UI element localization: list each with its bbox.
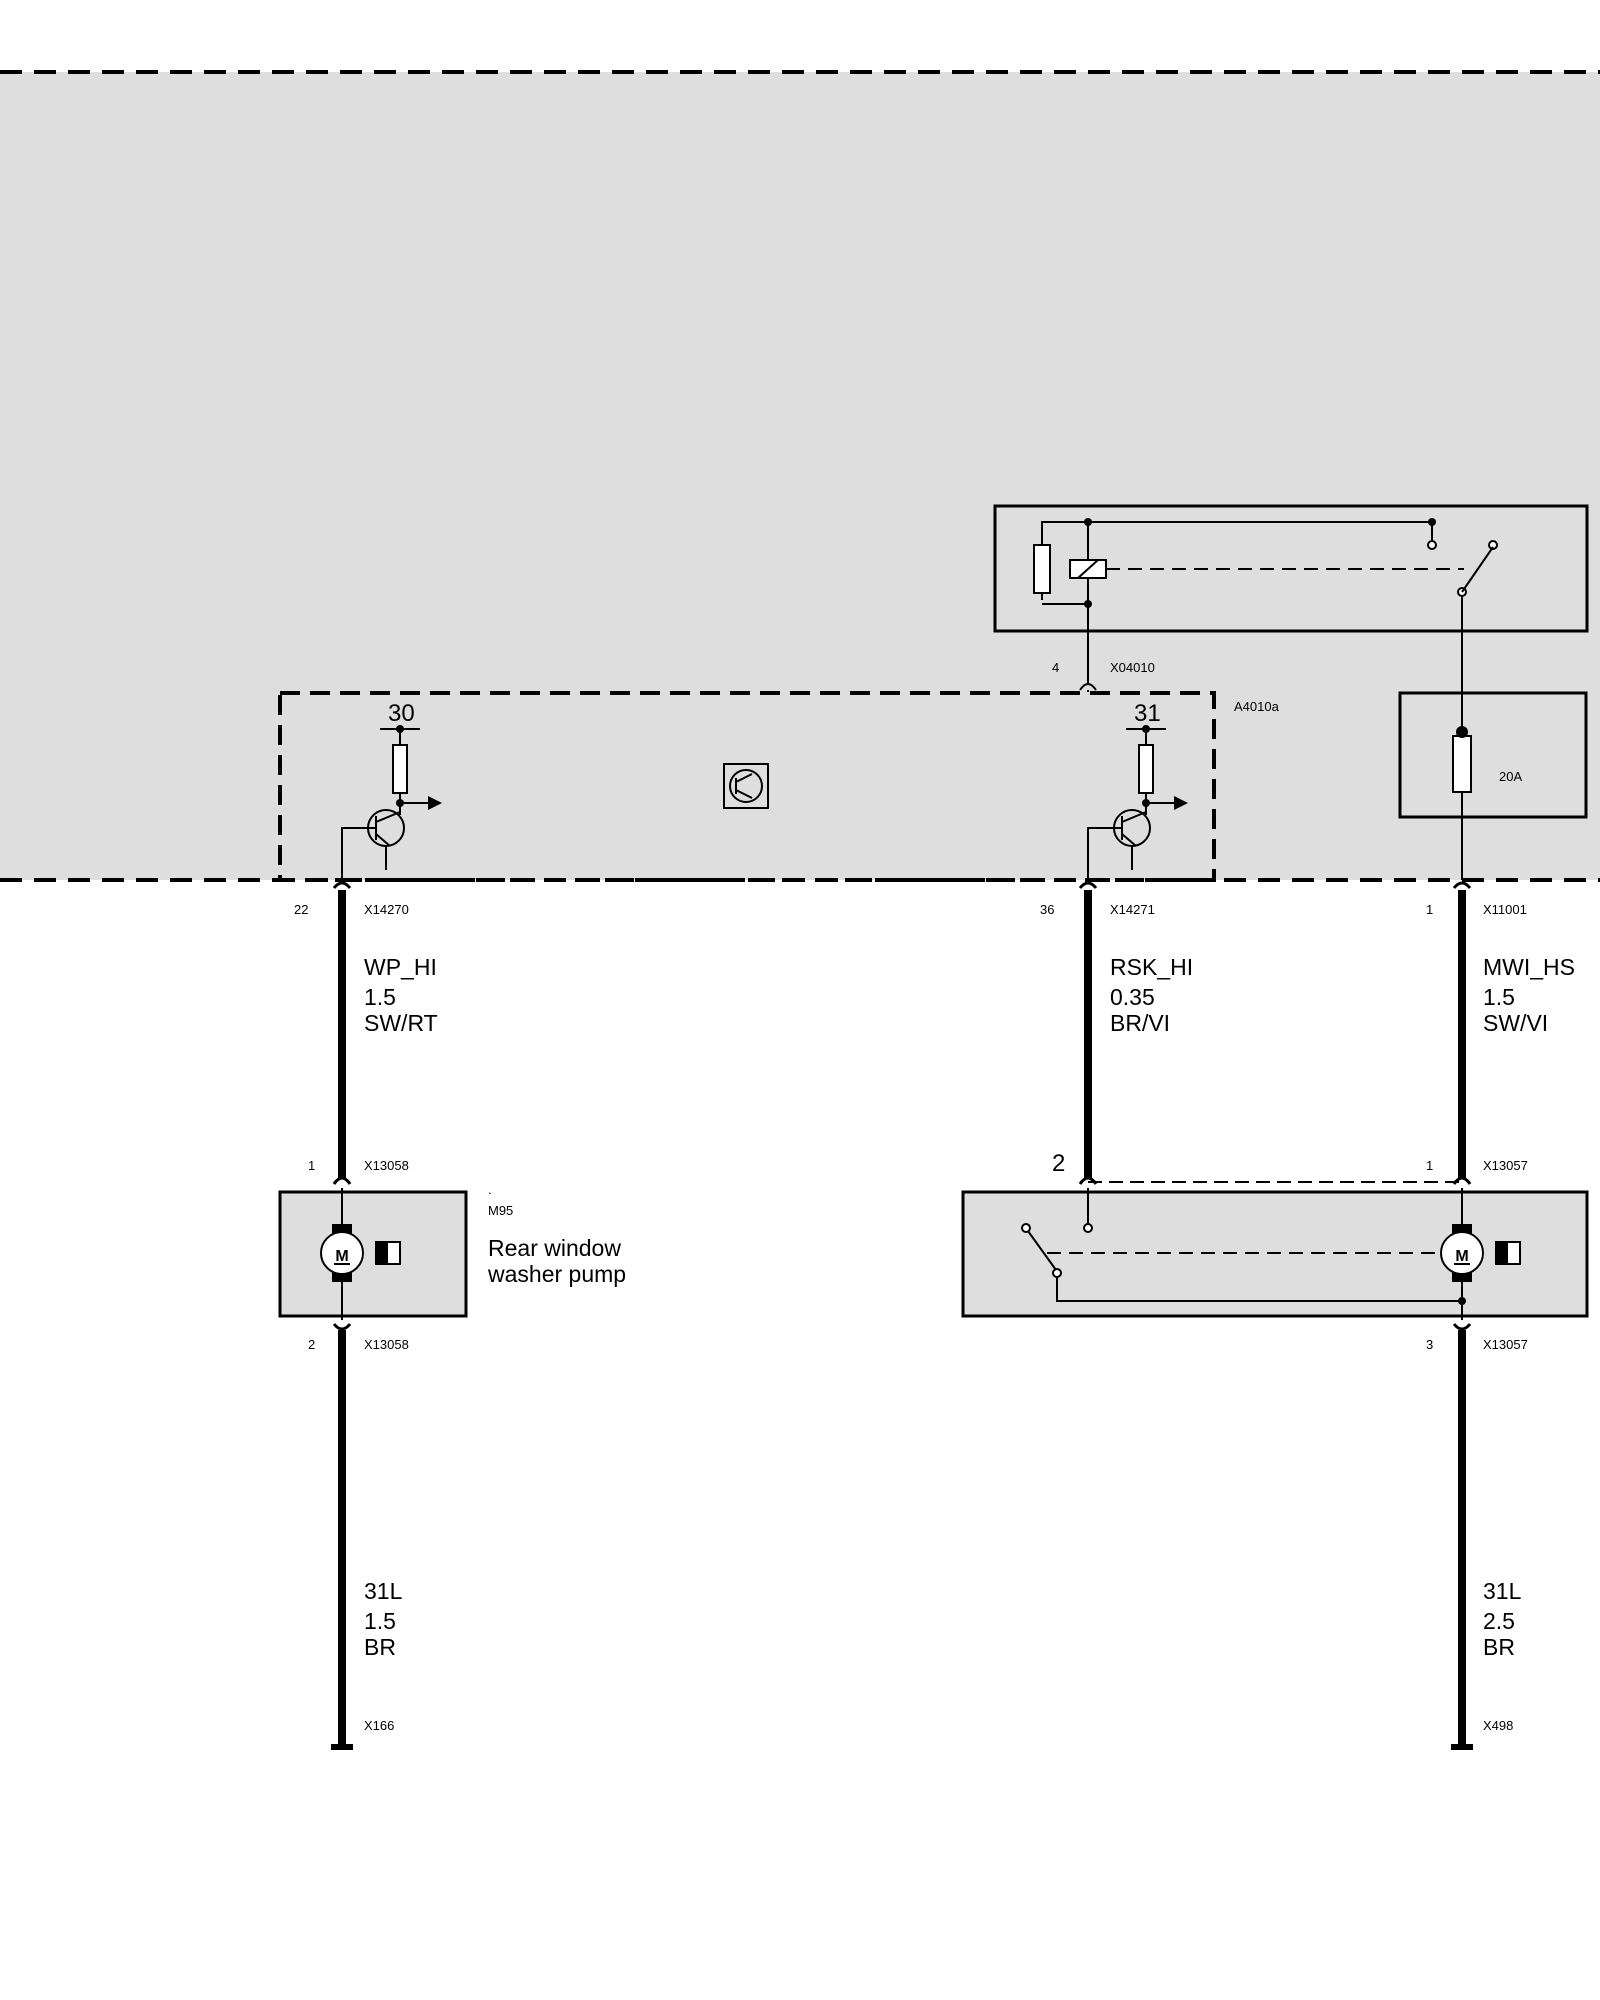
relay-box (993, 504, 1589, 692)
middle-mid-pin: 2 (1052, 1150, 1065, 1177)
middle-top-connector: X14271 (1110, 902, 1155, 917)
left-bottom-connector: X13058 (364, 1337, 409, 1352)
pump-ref-dot: . (488, 1182, 492, 1197)
right-size: 1.5 (1483, 984, 1515, 1010)
middle-signal: RSK_HI (1110, 954, 1193, 980)
left-size: 1.5 (364, 984, 396, 1010)
washer-pump-box: M (278, 1188, 468, 1320)
left-color: SW/RT (364, 1010, 438, 1036)
middle-size: 0.35 (1110, 984, 1155, 1010)
fuse-box (1398, 596, 1588, 880)
right-bottom-pin: 3 (1426, 1337, 1433, 1352)
right-ground-point: X498 (1483, 1718, 1513, 1733)
pump-name-line2: washer pump (487, 1261, 626, 1287)
right-ground-size: 2.5 (1483, 1608, 1515, 1634)
left-ground-size: 1.5 (364, 1608, 396, 1634)
right-ground-color: BR (1483, 1634, 1515, 1660)
control-unit (278, 691, 1216, 882)
right-mid-pin: 1 (1426, 1158, 1433, 1173)
wire-left (331, 881, 353, 1750)
right-signal: MWI_HS (1483, 954, 1575, 980)
right-mid-connector: X13057 (1483, 1158, 1528, 1173)
control-unit-ref: A4010a (1234, 699, 1280, 714)
pin-31-label: 31 (1134, 700, 1161, 727)
right-top-connector: X11001 (1483, 902, 1527, 917)
right-ground-signal: 31L (1483, 1578, 1522, 1604)
wiper-motor-box: M (961, 1181, 1589, 1320)
left-ground-signal: 31L (364, 1578, 403, 1604)
wire-middle (1078, 881, 1098, 1185)
left-top-pin: 22 (294, 902, 308, 917)
left-mid-pin: 1 (308, 1158, 315, 1173)
right-bottom-connector: X13057 (1483, 1337, 1528, 1352)
right-top-pin: 1 (1426, 902, 1433, 917)
middle-top-pin: 36 (1040, 902, 1054, 917)
left-bottom-pin: 2 (308, 1337, 315, 1352)
module-region (0, 72, 1600, 880)
pump-ref: M95 (488, 1203, 513, 1218)
left-mid-connector: X13058 (364, 1158, 409, 1173)
relay-connector-label: X04010 (1110, 660, 1155, 675)
pin-30-label: 30 (388, 700, 415, 727)
fuse-rating: 20A (1499, 769, 1522, 784)
left-top-connector: X14270 (364, 902, 409, 917)
svg-text:M: M (1455, 1248, 1468, 1265)
left-ground-point: X166 (364, 1718, 394, 1733)
right-color: SW/VI (1483, 1010, 1548, 1036)
svg-text:M: M (335, 1248, 348, 1265)
middle-color: BR/VI (1110, 1010, 1170, 1036)
wire-right (1451, 881, 1473, 1750)
relay-pin-label: 4 (1052, 660, 1059, 675)
pump-name-line1: Rear window (488, 1235, 621, 1261)
left-signal: WP_HI (364, 954, 437, 980)
left-ground-color: BR (364, 1634, 396, 1660)
